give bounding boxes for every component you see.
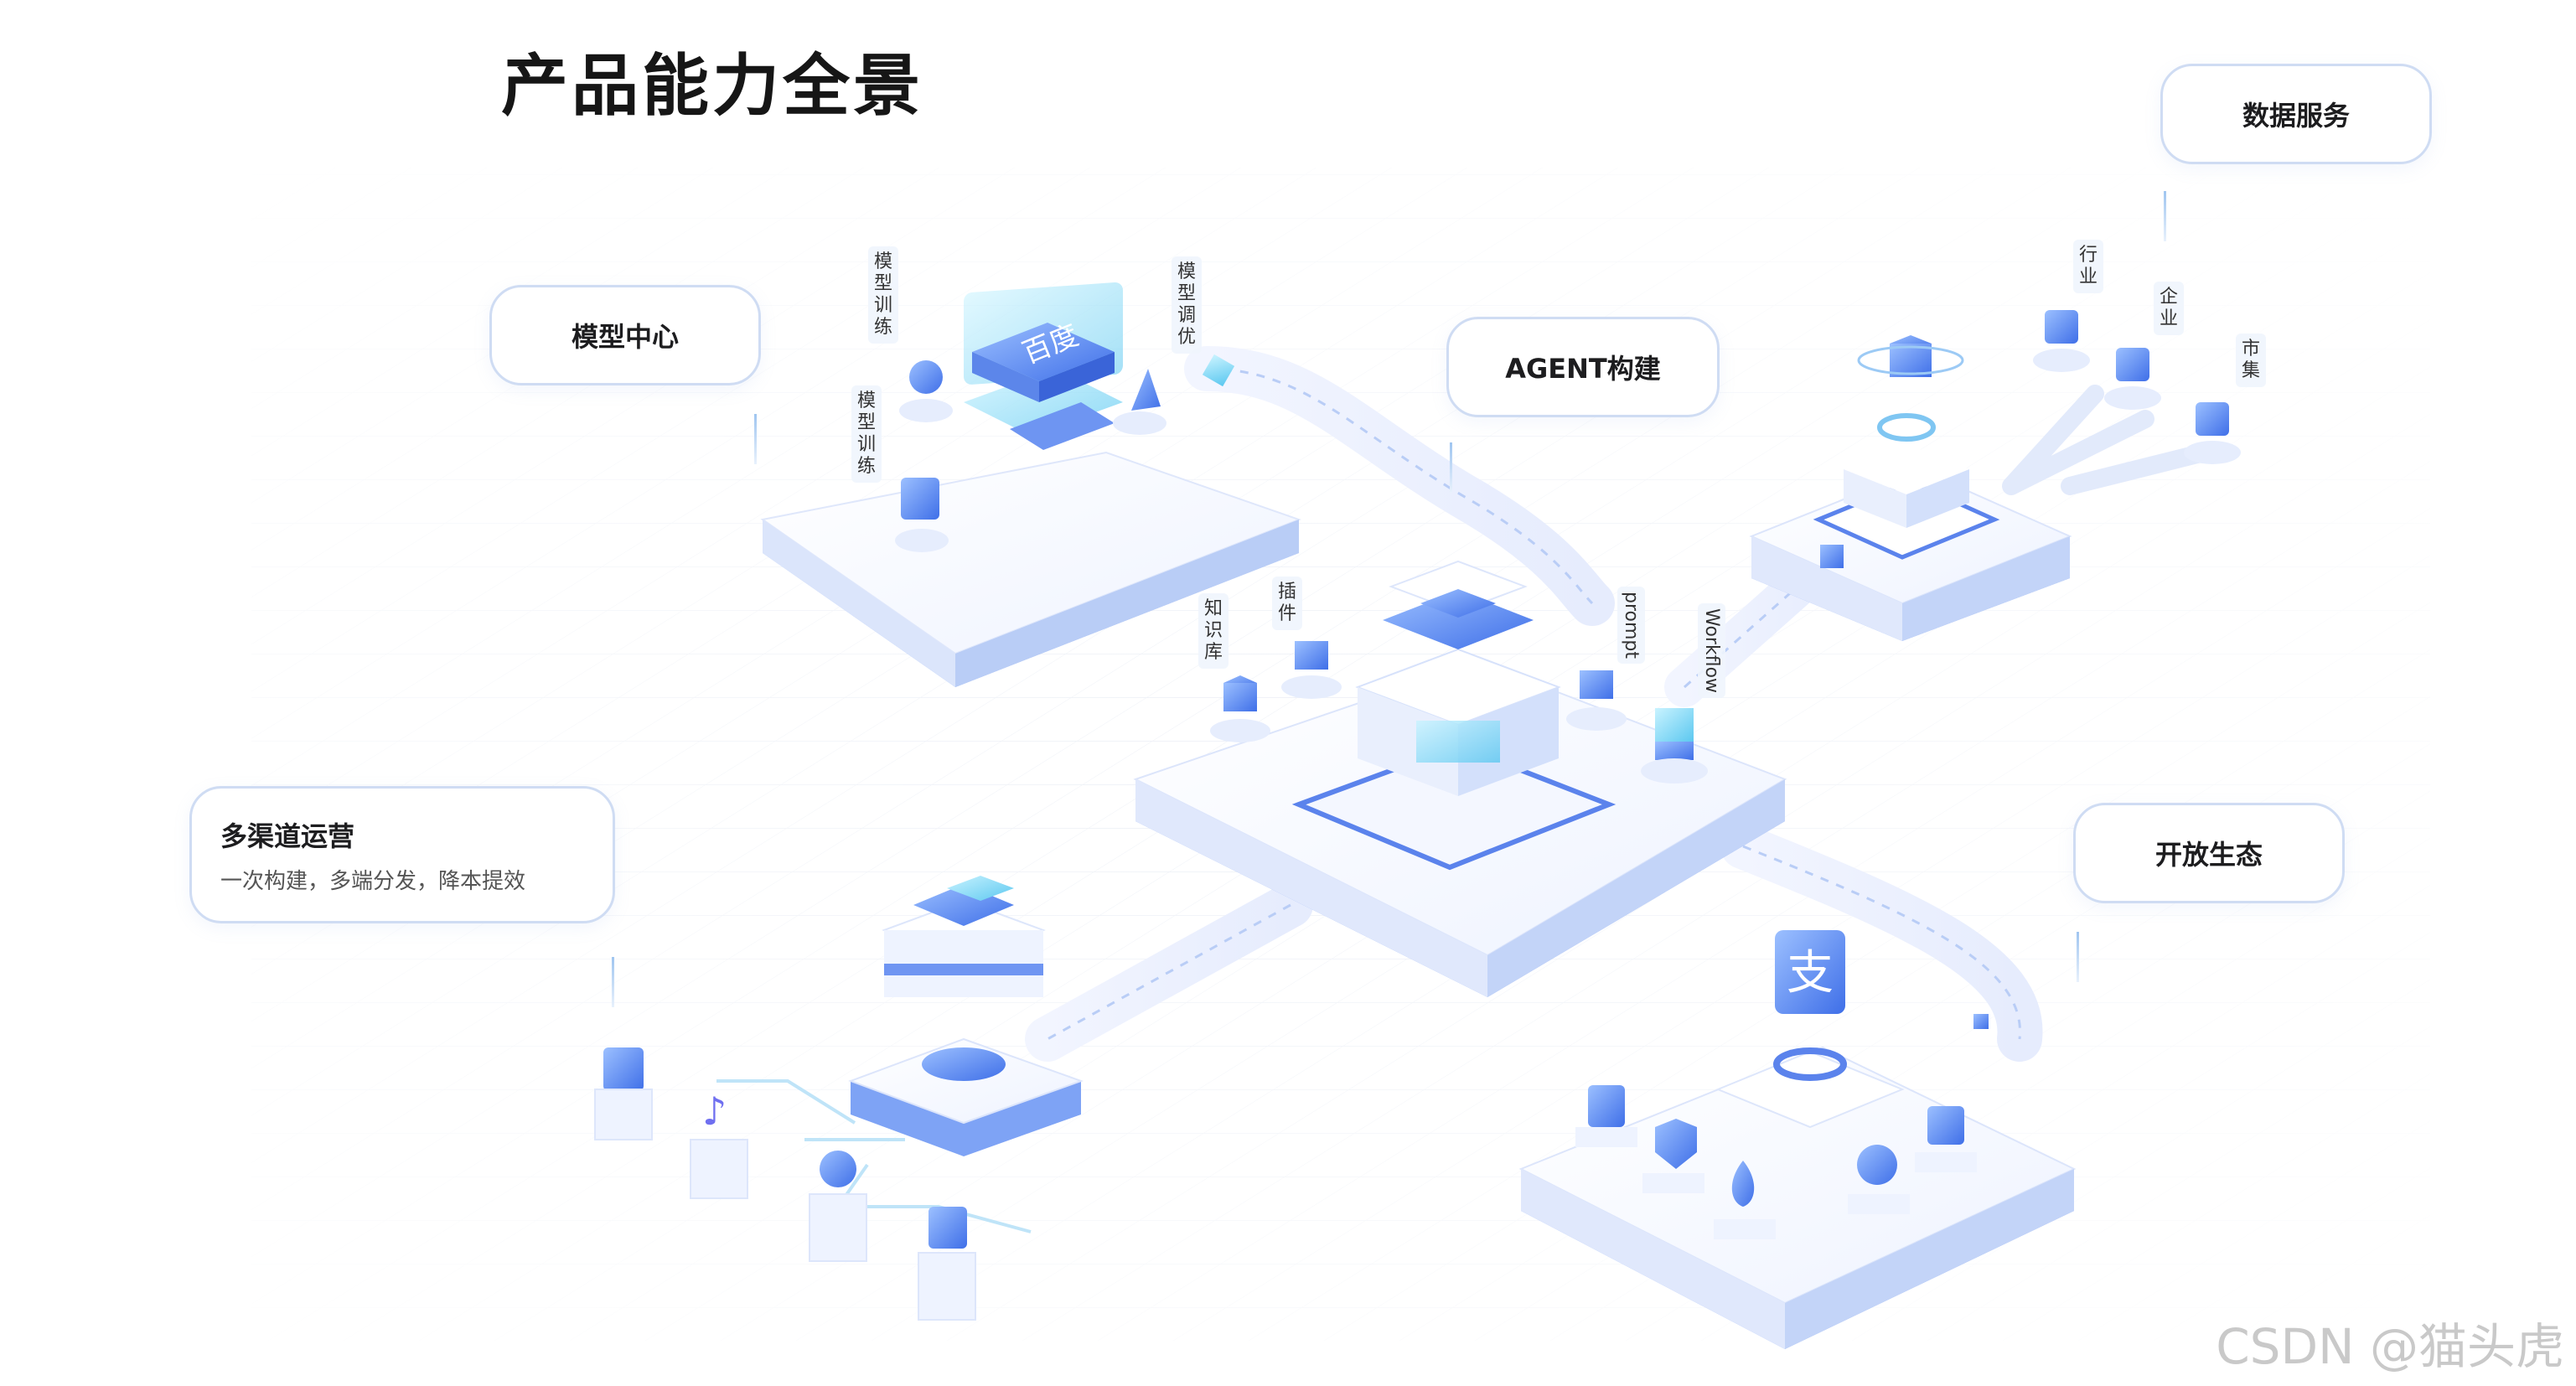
prompt-node bbox=[1566, 670, 1627, 731]
connector-agent-open bbox=[1720, 824, 2043, 1062]
wallet-icon bbox=[1915, 1106, 1977, 1172]
stacked-cube-icon bbox=[1355, 560, 1561, 796]
agent-platform bbox=[1133, 560, 1787, 997]
stem-multi-channel bbox=[612, 957, 614, 1007]
card-agent-build: AGENT构建 bbox=[1446, 317, 1720, 417]
model-center-platform: 百度 bbox=[760, 282, 1301, 687]
connector-model-agent bbox=[1184, 346, 1615, 626]
card-open-ecosystem: 开放生态 bbox=[2073, 803, 2345, 903]
plugin-node bbox=[1281, 641, 1342, 699]
multi-channel-platform: ♪ bbox=[594, 876, 1084, 1321]
shield-icon bbox=[1642, 1119, 1704, 1193]
monitor-icon bbox=[901, 478, 939, 520]
label-prompt: prompt bbox=[1617, 587, 1645, 665]
globe-icon bbox=[1848, 1145, 1910, 1214]
data-service-platform bbox=[1749, 310, 2241, 641]
douyin-icon: ♪ bbox=[690, 1089, 748, 1199]
label-workflow: Workflow bbox=[1698, 603, 1725, 699]
watermark: CSDN @猫头虎 bbox=[2216, 1318, 2564, 1375]
stem-open-ecosystem bbox=[2077, 932, 2079, 982]
card-model-center: 模型中心 bbox=[489, 285, 761, 385]
workflow-node bbox=[1641, 708, 1708, 784]
label-model-tune: 模型调优 bbox=[1172, 256, 1202, 354]
stem-data-service bbox=[2164, 191, 2166, 241]
stem-agent-build bbox=[1450, 442, 1452, 493]
label-market: 市集 bbox=[2236, 334, 2266, 387]
label-industry: 行业 bbox=[2073, 240, 2103, 293]
alipay-channel-icon bbox=[918, 1207, 976, 1321]
wechat-icon bbox=[594, 1047, 653, 1140]
label-plugin: 插件 bbox=[1272, 577, 1302, 630]
knowledge-node bbox=[1210, 675, 1270, 742]
label-enterprise: 企业 bbox=[2154, 282, 2184, 335]
label-model-train-left: 模型训练 bbox=[851, 385, 882, 483]
svg-text:♪: ♪ bbox=[702, 1089, 727, 1134]
user-icon bbox=[1575, 1085, 1637, 1147]
page-title: 产品能力全景 bbox=[501, 47, 923, 125]
stem-model-center bbox=[754, 414, 757, 464]
card-multi-channel: 多渠道运营 一次构建，多端分发，降本提效 bbox=[189, 786, 615, 923]
multi-channel-subtitle: 一次构建，多端分发，降本提效 bbox=[220, 868, 526, 894]
open-ecosystem-platform: 支 bbox=[1518, 930, 2077, 1349]
drop-icon bbox=[1714, 1161, 1776, 1239]
globe-cube-icon bbox=[1857, 335, 1964, 377]
label-knowledge: 知识库 bbox=[1198, 593, 1229, 669]
multi-channel-title: 多渠道运营 bbox=[220, 820, 355, 852]
market-node bbox=[2184, 402, 2241, 464]
card-data-service: 数据服务 bbox=[2160, 64, 2432, 164]
alipay-icon: 支 bbox=[1775, 930, 1845, 1014]
chip-icon bbox=[964, 282, 1123, 450]
multi-channel-disk bbox=[922, 1047, 1006, 1081]
bot-icon bbox=[809, 1151, 867, 1262]
industry-node bbox=[2033, 310, 2090, 372]
label-model-train-top: 模型训练 bbox=[868, 246, 898, 344]
rocket-icon bbox=[1131, 369, 1161, 411]
stacked-box-icon bbox=[882, 876, 1046, 997]
connector-agent-multichannel bbox=[1025, 882, 1313, 1062]
svg-text:支: 支 bbox=[1787, 946, 1834, 1001]
enterprise-node bbox=[2104, 348, 2161, 410]
molecule-icon bbox=[909, 360, 943, 394]
